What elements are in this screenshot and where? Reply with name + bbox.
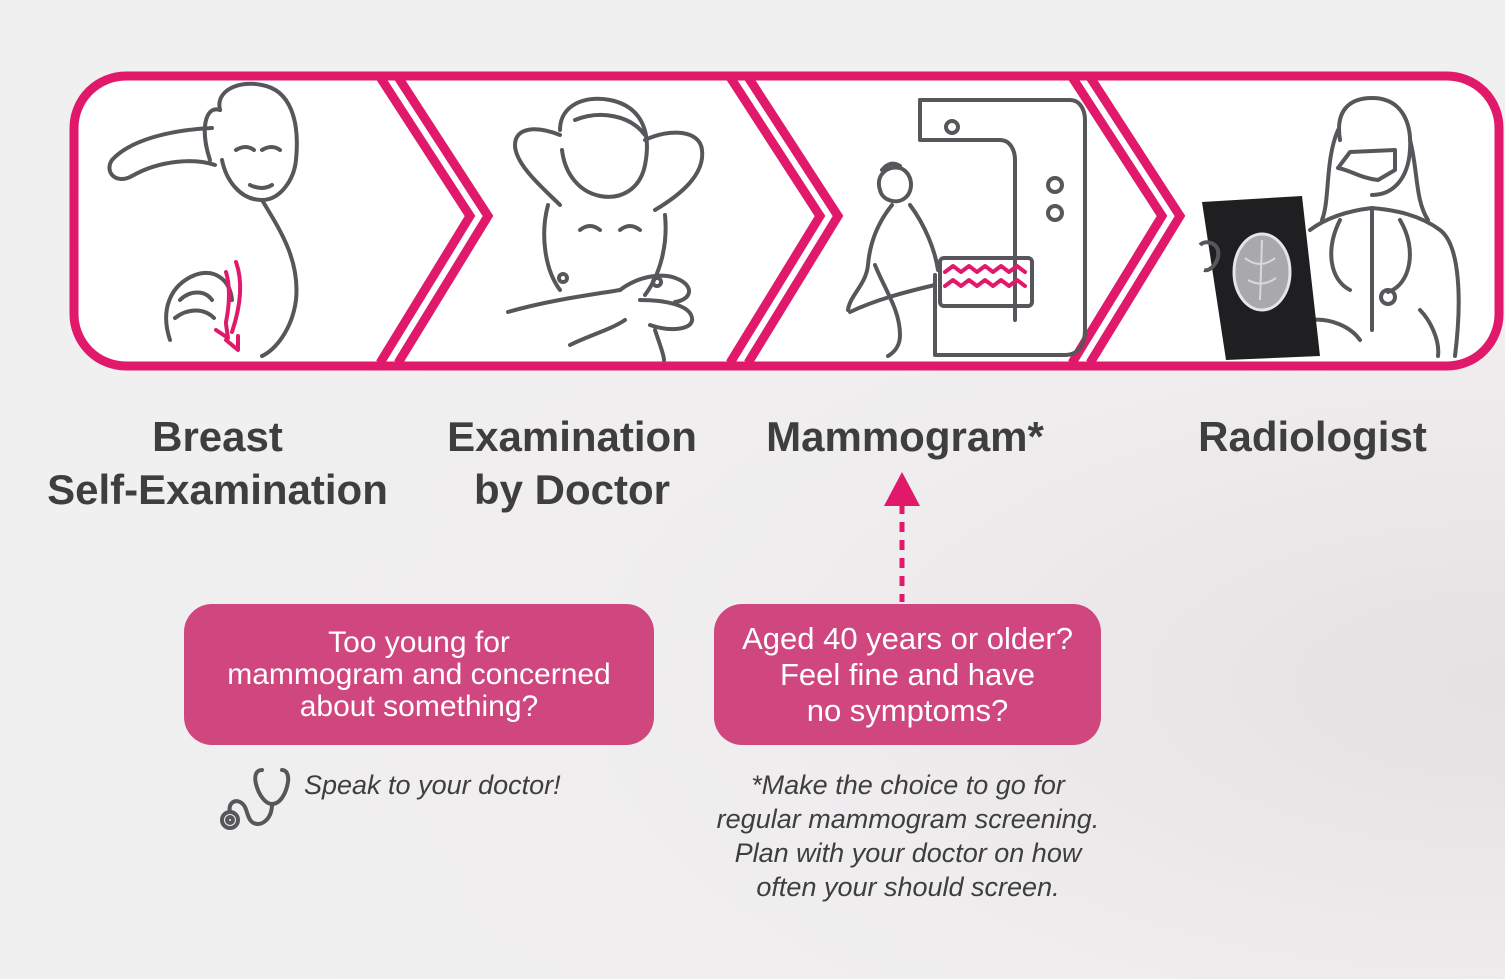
doctor-exam-icon — [506, 96, 705, 362]
step-label-doctor-exam: Examination by Doctor — [447, 413, 697, 513]
stethoscope-icon — [220, 768, 291, 830]
chevron-2b — [744, 74, 844, 366]
chevron-1 — [376, 74, 476, 366]
radiologist-icon — [1198, 96, 1461, 360]
chevron-separators — [376, 74, 1186, 366]
chevron-3 — [1068, 74, 1168, 366]
step-label-mammogram: Mammogram* — [766, 413, 1044, 460]
dashed-up-arrow — [884, 472, 920, 602]
mammogram-choice-note: *Make the choice to go for regular mammo… — [716, 770, 1100, 902]
step-label-self-exam: Breast Self-Examination — [47, 413, 388, 513]
chevron-1b — [394, 74, 494, 366]
breast-self-exam-icon — [107, 81, 299, 358]
speak-to-doctor-note: Speak to your doctor! — [304, 770, 561, 800]
mammogram-machine-icon — [846, 98, 1087, 358]
steps-chevron-bar — [69, 71, 1504, 371]
step-label-radiologist: Radiologist — [1198, 413, 1427, 460]
too-young-box: Too young for mammogram and concerned ab… — [184, 604, 654, 745]
aged-40-box: Aged 40 years or older? Feel fine and ha… — [714, 604, 1101, 745]
chevron-2 — [726, 74, 826, 366]
chevron-3b — [1086, 74, 1186, 366]
